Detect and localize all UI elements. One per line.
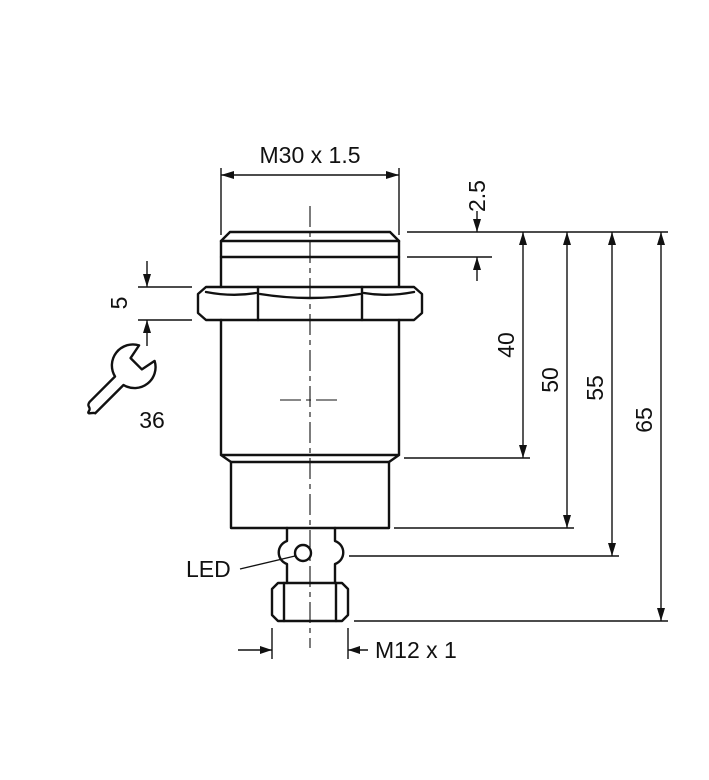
dimension-50: 50: [394, 232, 574, 529]
dimension-head-height: 2.5: [407, 180, 668, 281]
m12-connector: [270, 581, 350, 623]
dim-label-2-5: 2.5: [464, 180, 490, 212]
dimension-m12-thread: M12 x 1: [238, 628, 457, 663]
arrow-down-icon: [473, 219, 481, 232]
arrow-down-icon: [519, 445, 527, 458]
arrow-up-icon: [519, 232, 527, 245]
dim-label-50: 50: [537, 367, 563, 393]
dim-label-55: 55: [582, 375, 608, 401]
led-label: LED: [186, 556, 231, 582]
dim-label-m30: M30 x 1.5: [260, 142, 361, 168]
arrow-up-icon: [608, 232, 616, 245]
arrow-right-icon: [386, 171, 399, 179]
dimension-40: 40: [404, 232, 530, 459]
dim-label-65: 65: [631, 407, 657, 433]
led-leader-line: [239, 555, 296, 570]
arrow-up-icon: [563, 232, 571, 245]
sensor-body-outline: [196, 230, 424, 623]
dim-label-m12: M12 x 1: [375, 637, 457, 663]
arrow-up-icon: [657, 232, 665, 245]
arrow-left-icon: [221, 171, 234, 179]
hex-nut: [196, 285, 424, 322]
led-callout: LED: [186, 555, 296, 582]
centerline: [280, 206, 340, 648]
arrow-down-icon: [143, 274, 151, 287]
dimension-55: 55: [349, 232, 619, 557]
dim-label-36: 36: [139, 407, 165, 433]
arrow-right-icon: [260, 646, 272, 654]
wrench-symbol: 36: [87, 343, 165, 433]
dimension-m30-thread: M30 x 1.5: [220, 142, 400, 235]
arrow-left-icon: [348, 646, 360, 654]
led-indicator-circle: [293, 543, 313, 563]
dimension-65: 65: [354, 232, 668, 622]
dim-label-5: 5: [106, 297, 132, 310]
arrow-down-icon: [608, 543, 616, 556]
arrow-down-icon: [657, 608, 665, 621]
wrench-icon: [87, 343, 157, 415]
arrow-down-icon: [563, 515, 571, 528]
dimension-nut-height: 5: [106, 261, 192, 346]
arrow-up-icon: [143, 320, 151, 333]
arrow-up-icon: [473, 257, 481, 270]
dim-label-40: 40: [493, 332, 519, 358]
